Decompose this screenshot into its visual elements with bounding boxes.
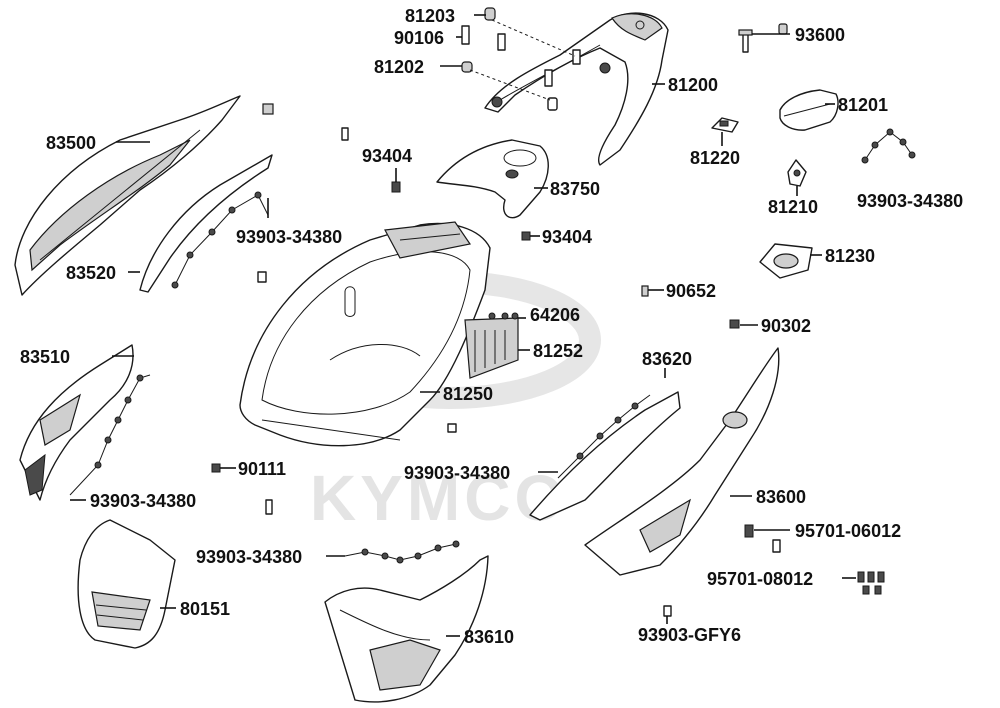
callout-83600: 83600	[756, 487, 806, 507]
callout-81203: 81203	[405, 6, 455, 26]
callout-83500: 83500	[46, 133, 96, 153]
bolts-95701-08012	[857, 571, 885, 595]
part-81250-storage-box	[239, 221, 491, 447]
callout-93903-34380-left: 93903-34380	[236, 227, 342, 247]
part-81201-cover-cap	[779, 89, 839, 131]
callout-64206: 64206	[530, 305, 580, 325]
part-81200-grab-rail	[484, 12, 669, 166]
part-83500-side-panel-left	[14, 95, 241, 296]
small-fasteners	[211, 103, 781, 617]
part-83520-trim-strip	[139, 154, 273, 293]
callout-90111: 90111	[238, 459, 286, 479]
callout-83510: 83510	[20, 347, 70, 367]
callout-80151: 80151	[180, 599, 230, 619]
callout-81230: 81230	[825, 246, 875, 266]
callout-95701-08012: 95701-08012	[707, 569, 813, 589]
callout-81201: 81201	[838, 95, 888, 115]
callout-83620: 83620	[642, 349, 692, 369]
clips-93903-right	[861, 128, 916, 164]
part-83510-side-cover	[19, 344, 151, 501]
callout-93903-34380-right: 93903-34380	[857, 191, 963, 211]
part-83610-floor-side	[324, 555, 489, 703]
callout-93903-34380-lower-center: 93903-34380	[196, 547, 302, 567]
part-81210-clip	[787, 159, 807, 187]
part-80151-front-cover	[77, 519, 176, 649]
part-81252-mudflap	[464, 312, 519, 379]
part-83620-trim-strip	[529, 391, 681, 521]
callout-83750: 83750	[550, 179, 600, 199]
callout-81210: 81210	[768, 197, 818, 217]
callout-93404-top: 93404	[362, 146, 412, 166]
callout-93903-gfy6: 93903-GFY6	[638, 625, 741, 645]
callout-83520: 83520	[66, 263, 116, 283]
callout-81202: 81202	[374, 57, 424, 77]
callout-81252: 81252	[533, 341, 583, 361]
callout-90106: 90106	[394, 28, 444, 48]
callout-93600: 93600	[795, 25, 845, 45]
callout-81250: 81250	[443, 384, 493, 404]
part-81220-clip	[711, 117, 739, 133]
callout-83610: 83610	[464, 627, 514, 647]
leader-lines	[70, 14, 856, 637]
callout-labels: 81203 90106 81202 93600 81200 81201 8350…	[20, 6, 963, 647]
part-81230-gasket	[759, 243, 813, 279]
part-83600-rear-side-cover	[584, 347, 780, 576]
bolt-93600	[738, 23, 788, 53]
callout-93404-bottom: 93404	[542, 227, 592, 247]
watermark-text: KYMCO	[310, 462, 568, 534]
bolts-81203-90106-81202	[461, 7, 581, 111]
callout-93903-34380-lower-left: 93903-34380	[90, 491, 196, 511]
callout-93903-34380-middle: 93903-34380	[404, 463, 510, 483]
clips-93903-lower-center	[344, 540, 460, 564]
part-83750-inner-cover	[436, 139, 549, 219]
callout-81220: 81220	[690, 148, 740, 168]
callout-90652: 90652	[666, 281, 716, 301]
callout-95701-06012: 95701-06012	[795, 521, 901, 541]
callout-81200: 81200	[668, 75, 718, 95]
callout-90302: 90302	[761, 316, 811, 336]
